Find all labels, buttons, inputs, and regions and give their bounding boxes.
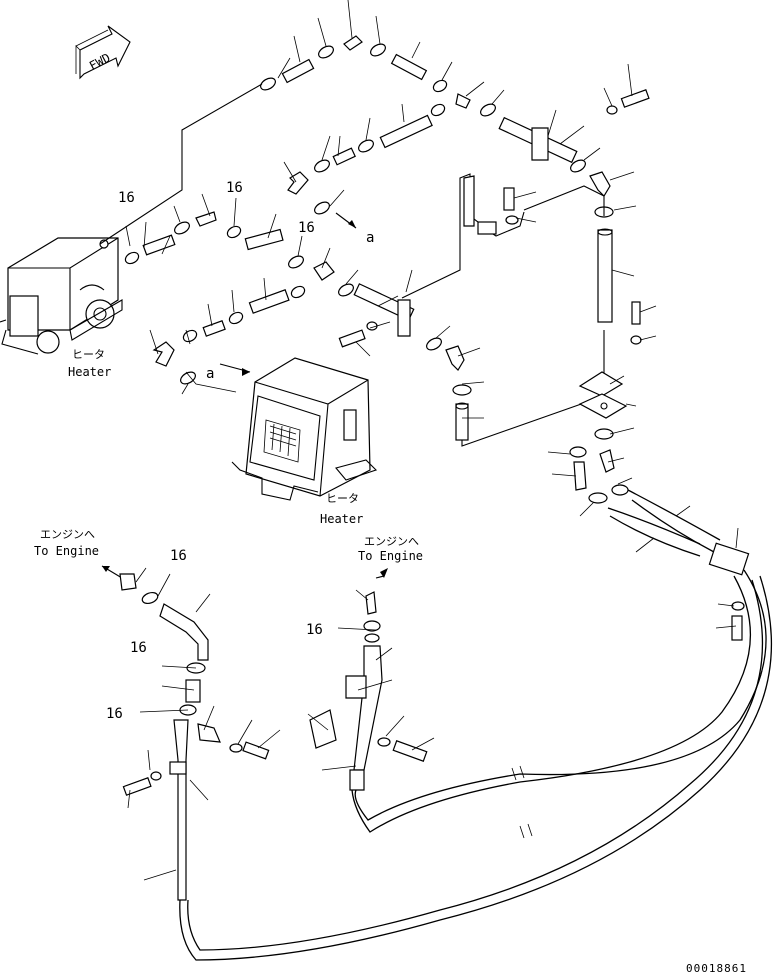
mid-center-parts <box>338 173 605 447</box>
return-hose-outer <box>354 569 767 821</box>
to-engine-left-jp: エンジンへ <box>40 528 95 541</box>
ref-a-right: a <box>366 230 374 246</box>
ref-a-arrow-right <box>335 212 357 229</box>
bolt-top-right <box>603 63 650 115</box>
heater-right-label-en: Heater <box>320 512 363 526</box>
to-engine-right-en: To Engine <box>358 549 423 563</box>
callout-16-b: 16 <box>226 180 243 196</box>
mid-left-hose-group <box>124 193 359 395</box>
heater-right-label-jp: ヒータ <box>326 492 359 505</box>
return-hose-inner <box>351 575 751 833</box>
callout-16-c: 16 <box>298 220 315 236</box>
heater-unit-right <box>231 357 378 501</box>
lower-center-assembly <box>307 568 435 791</box>
long-hose-outer <box>179 575 772 961</box>
right-vertical-pipe <box>597 228 657 345</box>
heater-left-pipe-line <box>99 83 263 245</box>
fwd-arrow-icon: FWD <box>75 25 131 80</box>
callout-16-e: 16 <box>130 640 147 656</box>
ref-a-left: a <box>206 366 214 382</box>
callout-16-g: 16 <box>306 622 323 638</box>
heater-left-label-jp: ヒータ <box>72 348 105 361</box>
long-hose-inner <box>187 579 764 951</box>
lower-left-assembly <box>101 565 281 901</box>
heater-left-label-en: Heater <box>68 365 111 379</box>
drawing-number: 00018861 <box>686 962 747 975</box>
callout-16-d: 16 <box>170 548 187 564</box>
to-engine-right-jp: エンジンへ <box>364 535 419 548</box>
lower-right-assembly <box>547 371 750 641</box>
upper-hose-group <box>260 0 637 218</box>
heater-unit-left <box>0 237 123 355</box>
callout-16-f: 16 <box>106 706 123 722</box>
fwd-label: FWD <box>87 51 113 74</box>
ref-a-arrow-left <box>219 363 251 376</box>
callout-16-a: 16 <box>118 190 135 206</box>
to-engine-left-en: To Engine <box>34 544 99 558</box>
